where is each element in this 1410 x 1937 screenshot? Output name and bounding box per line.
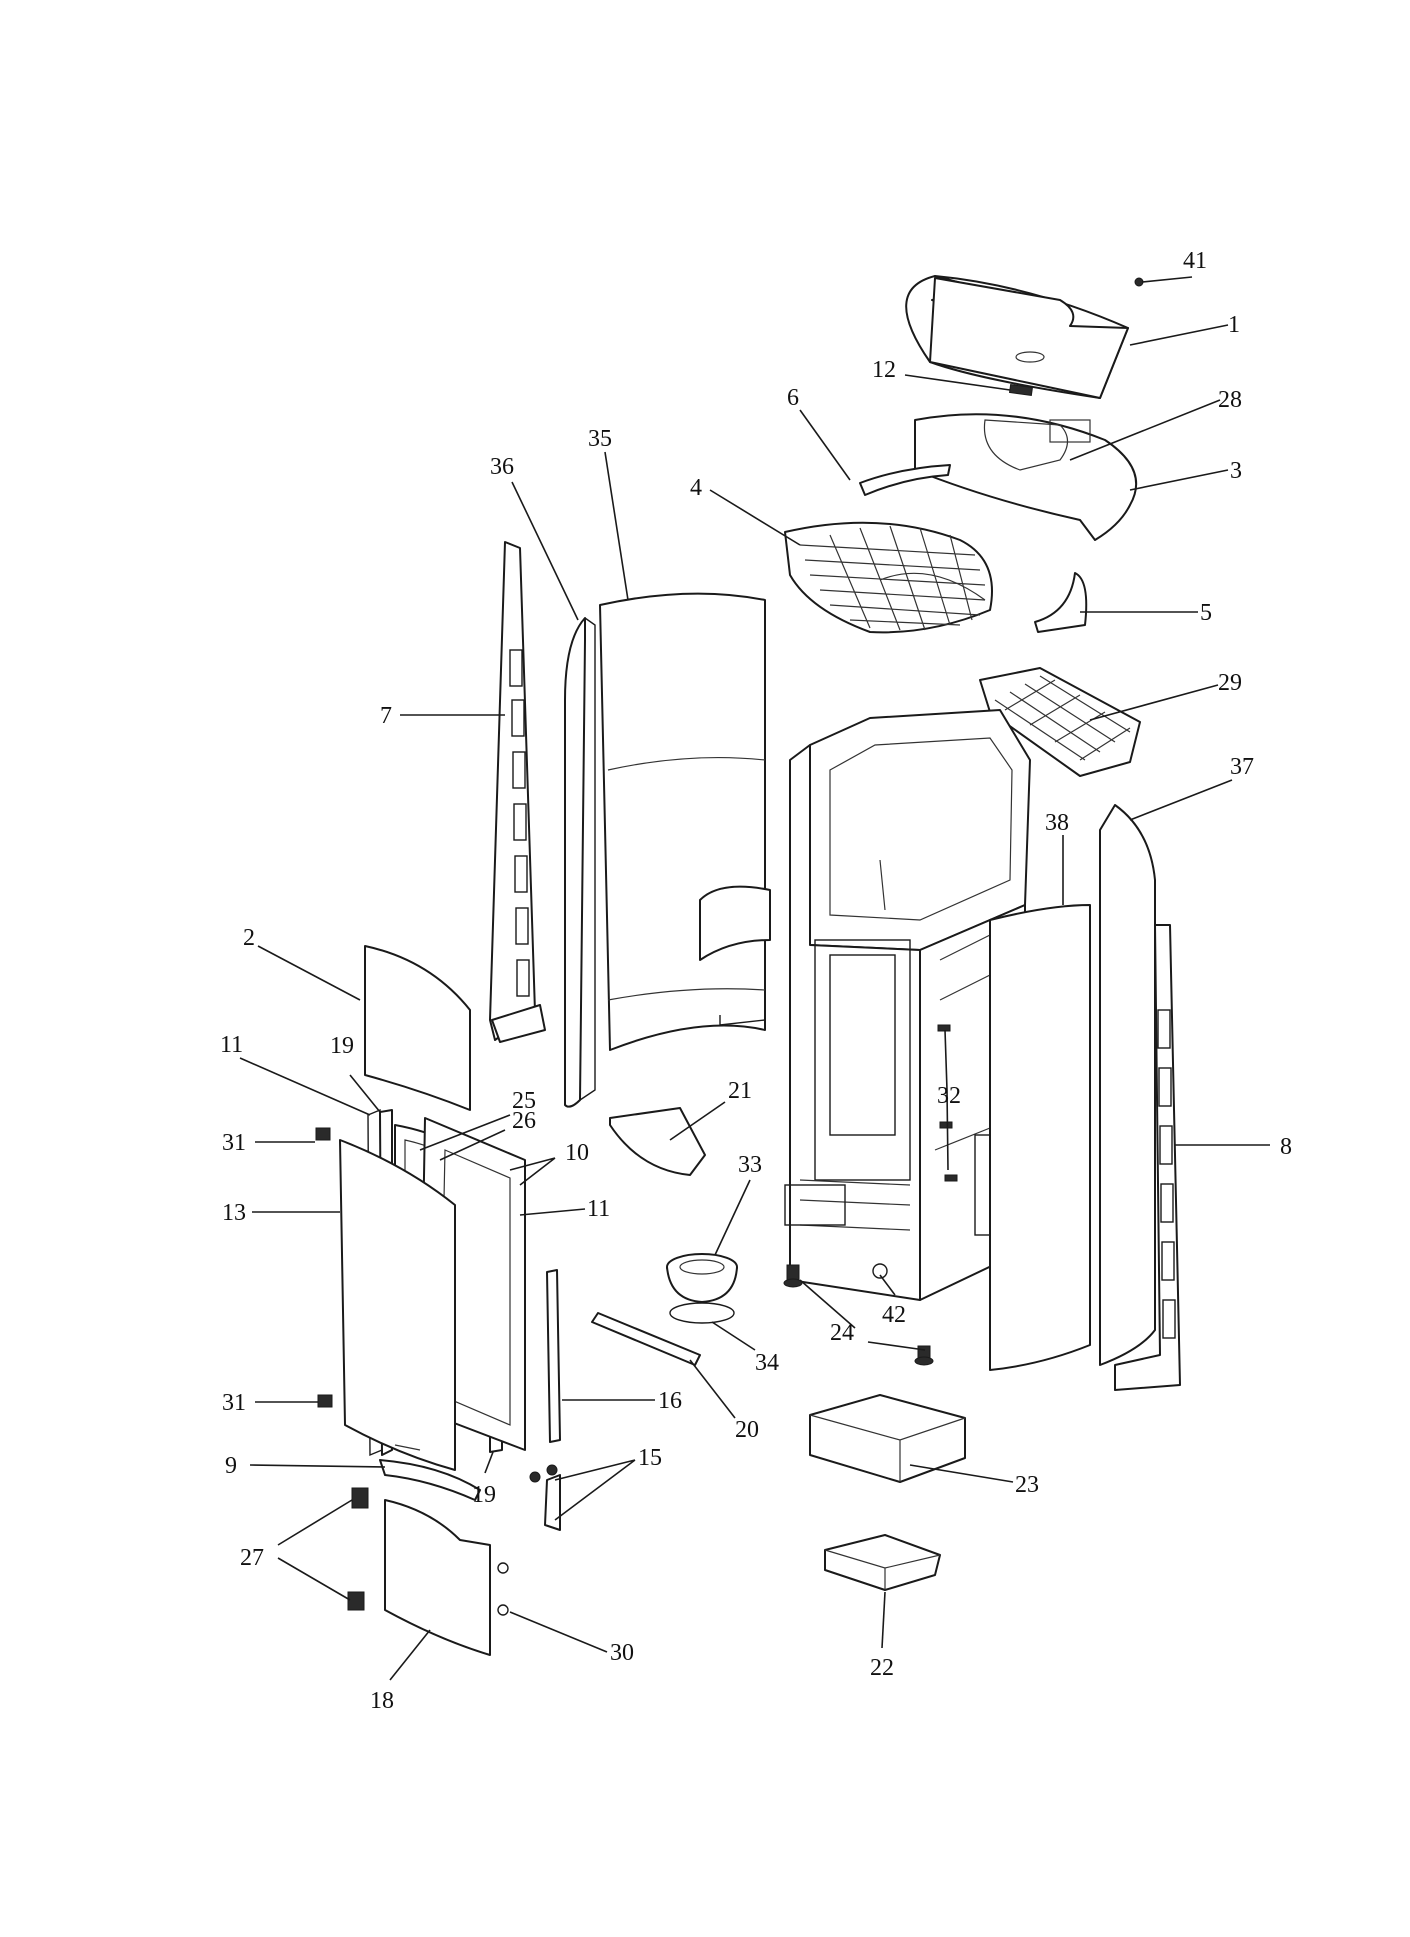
bottom-trim-part-9 [379,1459,481,1501]
callout-16: 16 [658,1388,682,1414]
callout-12: 12 [872,357,896,383]
ring-part-34 [669,1302,735,1324]
side-rail-part-7 [489,541,546,1043]
upper-panel-part-2 [364,945,471,1111]
handle-part-15 [529,1464,561,1531]
callout-24: 24 [830,1320,854,1346]
callout-27: 27 [240,1545,264,1571]
rear-panel-part-35 [599,592,771,1051]
leader-lines [239,276,1270,1681]
callout-11b: 11 [587,1196,610,1222]
callout-31: 31 [222,1130,246,1156]
callout-15: 15 [638,1445,662,1471]
callout-29: 29 [1218,670,1242,696]
callout-4: 4 [690,475,702,501]
rod-part-16 [546,1269,561,1443]
callout-35: 35 [588,426,612,452]
callout-33: 33 [738,1152,762,1178]
callout-9: 9 [225,1453,237,1479]
adjustable-foot-part-24 [783,1264,934,1366]
callout-1: 1 [1228,312,1240,338]
side-panel-part-37 [1099,804,1156,1366]
door-part-13 [339,1139,456,1471]
callout-23: 23 [1015,1472,1039,1498]
front-trim-part-6 [859,464,951,496]
callout-labels: 41 1 12 28 3 6 4 5 36 35 29 37 7 38 2 11… [220,248,1292,1714]
grate-part-4 [784,521,993,634]
callout-38: 38 [1045,810,1069,836]
callout-19: 19 [330,1033,354,1059]
callout-21: 21 [728,1078,752,1104]
callout-13: 13 [222,1200,246,1226]
callout-25: 25 [512,1088,536,1114]
bracket-part-21 [609,1107,706,1176]
callout-7: 7 [380,703,392,729]
callout-3: 3 [1230,458,1242,484]
callout-37: 37 [1230,754,1254,780]
callout-42: 42 [882,1302,906,1328]
foot-part-42 [872,1263,888,1279]
clip-part-12 [1008,383,1034,397]
callout-20: 20 [735,1417,759,1443]
side-rail-part-8 [1114,924,1181,1391]
bolt-set-part-32 [937,1024,958,1182]
side-frame-part-36 [564,617,596,1108]
callout-34: 34 [755,1350,779,1376]
screw-part-41 [1134,277,1144,287]
side-trim-part-5 [1034,572,1088,633]
top-plate-part-3 [914,413,1138,541]
callout-26: 26 [512,1108,536,1134]
callout-32: 32 [937,1083,961,1109]
callout-28: 28 [1218,387,1242,413]
lower-panel-part-18 [384,1499,491,1656]
ash-drawer-part-23 [809,1394,966,1483]
callout-10: 10 [565,1140,589,1166]
handle-part-31 [315,1127,333,1408]
side-panel-part-38 [989,904,1091,1371]
ash-cup-part-33 [666,1253,738,1303]
callout-19b: 19 [472,1482,496,1508]
callout-22: 22 [870,1655,894,1681]
callout-41: 41 [1183,248,1207,274]
tray-part-22 [824,1534,941,1591]
pin-part-30 [497,1562,509,1616]
callout-30: 30 [610,1640,634,1666]
top-cover-part-1 [905,275,1129,399]
hinge-part-27 [347,1487,369,1611]
callout-31b: 31 [222,1390,246,1416]
callout-11: 11 [220,1032,243,1058]
callout-5: 5 [1200,600,1212,626]
callout-36: 36 [490,454,514,480]
callout-6: 6 [787,385,799,411]
bar-part-20 [591,1312,701,1366]
callout-18: 18 [370,1688,394,1714]
callout-8: 8 [1280,1134,1292,1160]
callout-2: 2 [243,925,255,951]
